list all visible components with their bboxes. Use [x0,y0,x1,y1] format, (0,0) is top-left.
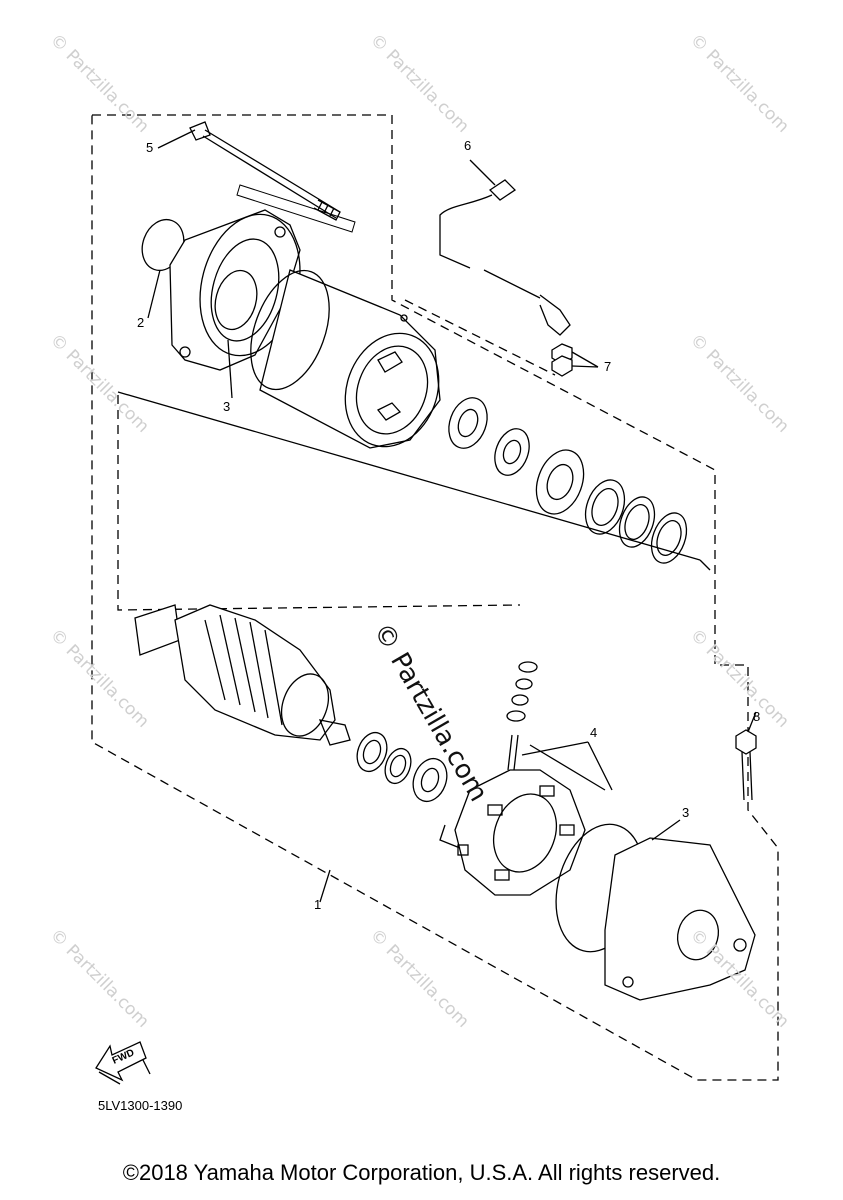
armature-boundary [117,395,521,611]
part-6-lead-wire [439,179,571,336]
part-7-nuts [551,343,573,377]
washer-bracket-end [699,559,711,571]
bearing-and-washers [448,397,688,564]
callout-2: 2 [137,315,145,330]
assembly-boundary-upper [91,114,779,1081]
part-5-through-bolt [189,121,356,233]
copyright-notice: ©2018 Yamaha Motor Corporation, U.S.A. A… [122,1160,721,1185]
cord-leader-dashed [404,299,556,376]
callout-5: 5 [146,140,154,155]
leader-4a [521,741,589,756]
leader-5 [157,129,196,149]
fwd-arrow-icon [95,1041,151,1085]
leader-4b [587,741,613,791]
callout-4: 4 [590,725,598,740]
leader-2 [147,269,161,319]
motor-yoke [250,269,441,449]
leader-1 [319,869,331,903]
rear-cover [555,823,756,1001]
part-1-armature [134,604,351,746]
leader-3b [651,819,681,841]
leader-8 [747,711,757,733]
leader-7a [571,351,599,368]
stud-washers [506,661,538,771]
part-4-brush-holder [439,744,606,896]
armature-washers [356,731,448,803]
diagram-code: 5LV1300-1390 [98,1098,183,1113]
callout-3-rear: 3 [682,805,690,820]
leader-7b [571,365,599,368]
callout-7: 7 [604,359,612,374]
callout-3-front: 3 [223,399,231,414]
callout-1: 1 [314,897,322,912]
washer-bracket [117,391,701,561]
leader-3a [227,339,233,399]
callout-6: 6 [464,138,472,153]
callout-8: 8 [753,709,761,724]
leader-6 [469,159,496,186]
part-8-bolt [735,729,757,801]
